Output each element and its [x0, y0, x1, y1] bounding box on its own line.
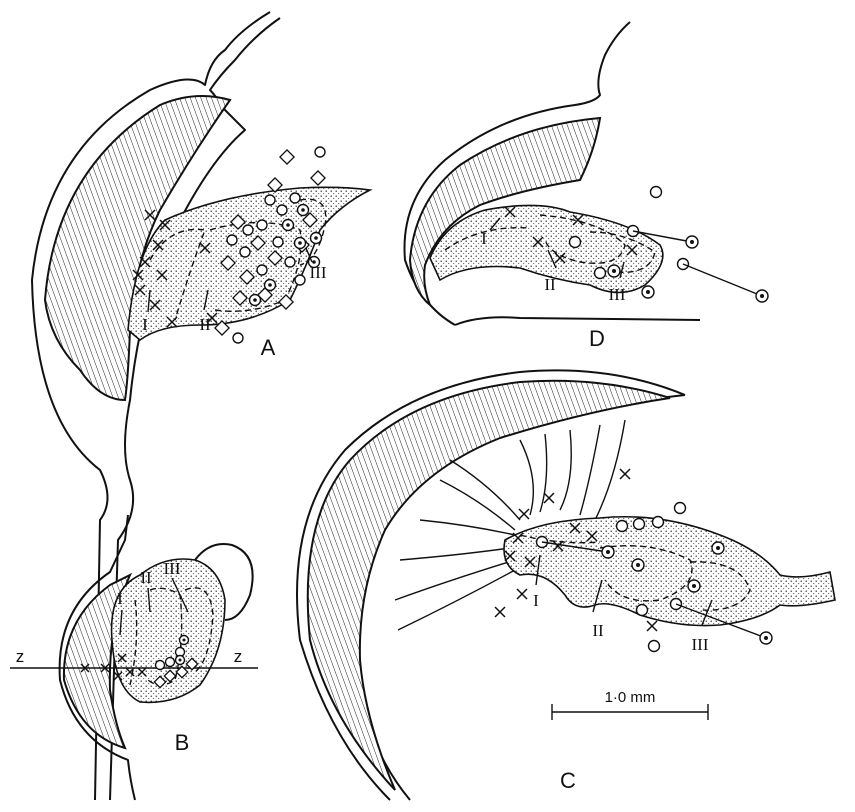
dotted-circle-marker [686, 236, 698, 248]
circle-marker [295, 275, 305, 285]
diamond-marker [280, 150, 294, 164]
dotted-circle-marker [176, 656, 185, 665]
circle-marker [595, 268, 606, 279]
scale-bar: 1·0 mm [552, 689, 708, 720]
dotted-circle-marker [756, 290, 768, 302]
panel-b-letter: B [175, 730, 190, 755]
dotted-circle-marker [642, 286, 654, 298]
circle-marker [653, 517, 664, 528]
dotted-circle-marker [608, 265, 620, 277]
panel-b-zone-iii-label: III [164, 559, 181, 578]
cross-marker [495, 607, 505, 617]
circle-marker [166, 658, 175, 667]
panel-d-zone-i-label: I [481, 229, 487, 248]
circle-marker [290, 193, 300, 203]
panel-d-floor [455, 317, 700, 325]
panel-d-connector-2 [683, 264, 762, 296]
dotted-circle-marker [295, 238, 306, 249]
circle-marker [649, 641, 660, 652]
dotted-circle-marker [250, 295, 261, 306]
scale-bar-label: 1·0 mm [605, 689, 656, 706]
panel-a-zone-iii-label: III [310, 263, 327, 282]
dotted-circle-marker [283, 220, 294, 231]
diamond-marker [311, 171, 325, 185]
circle-marker [243, 225, 253, 235]
circle-marker [637, 605, 648, 616]
circle-marker [227, 235, 237, 245]
dotted-circle-marker [602, 546, 614, 558]
dotted-circle-marker [311, 233, 322, 244]
circle-marker [240, 247, 250, 257]
panel-a-stippled-body [128, 187, 370, 340]
panel-c-zone-iii-label: III [692, 635, 709, 654]
dotted-circle-marker [712, 542, 724, 554]
circle-marker [257, 220, 267, 230]
panel-b-z-right-label: z [234, 647, 243, 666]
circle-marker [277, 205, 287, 215]
circle-marker [273, 237, 283, 247]
circle-marker [257, 265, 267, 275]
circle-marker [156, 661, 165, 670]
panel-c-letter: C [560, 768, 576, 793]
circle-marker [315, 147, 325, 157]
cross-marker [647, 621, 657, 631]
circle-marker [617, 521, 628, 532]
panel-b-zone-i-label: I [117, 589, 123, 608]
cross-marker [620, 469, 630, 479]
panel-c-zone-i-label: I [533, 591, 539, 610]
panel-c-stippled-body [504, 517, 835, 626]
dotted-circle-marker [632, 559, 644, 571]
panel-b-zone-ii-label: II [140, 568, 152, 587]
panel-a-zone-i-label: I [142, 315, 148, 334]
cross-marker [544, 493, 554, 503]
panel-d: I II III D [405, 22, 769, 351]
circle-marker [285, 257, 295, 267]
dotted-circle-marker [688, 580, 700, 592]
panel-d-zone-ii-label: II [544, 275, 556, 294]
panel-d-letter: D [589, 326, 605, 351]
dotted-circle-marker [298, 205, 309, 216]
circle-marker [651, 187, 662, 198]
panel-b: I II III z z B [10, 515, 258, 800]
circle-marker [675, 503, 686, 514]
circle-marker [233, 333, 243, 343]
panel-b-z-left-label: z [16, 647, 25, 666]
circle-marker [570, 237, 581, 248]
dotted-circle-marker [760, 632, 772, 644]
circle-marker [634, 519, 645, 530]
circle-marker [265, 195, 275, 205]
panel-d-zone-iii-label: III [609, 285, 626, 304]
panel-a-letter: A [261, 335, 276, 360]
cross-marker [519, 509, 529, 519]
cross-marker [517, 589, 527, 599]
panel-a-zone-ii-label: II [199, 315, 211, 334]
dotted-circle-marker [265, 280, 276, 291]
dotted-circle-marker [180, 636, 189, 645]
panel-c: I II III C [297, 370, 835, 800]
panel-c-zone-ii-label: II [592, 621, 604, 640]
